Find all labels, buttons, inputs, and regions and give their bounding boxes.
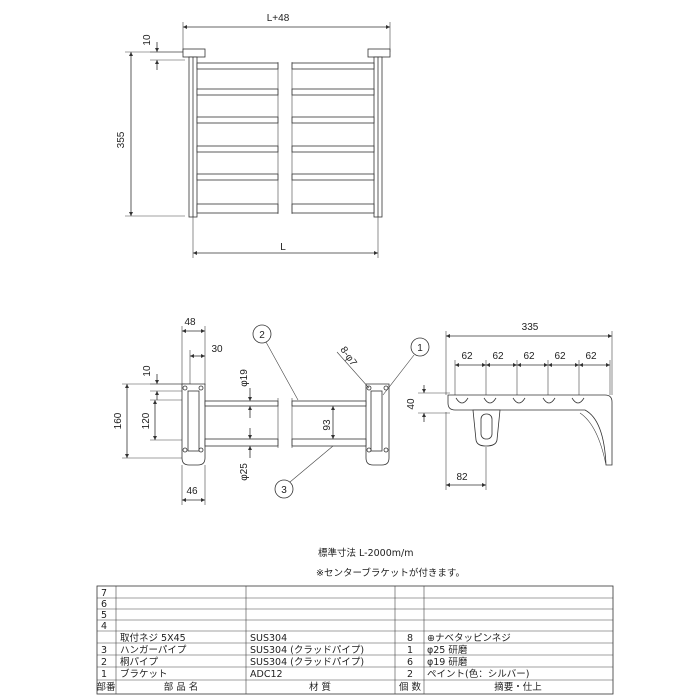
dim-dia-19: φ19 bbox=[239, 369, 250, 387]
cell-part-no: 6 bbox=[101, 599, 107, 610]
dim-dia-25: φ25 bbox=[239, 463, 250, 481]
table-row-3: 3 ハンガーパイプ SUS304 (クラッドパイプ) 1 φ25 研磨 bbox=[101, 645, 468, 656]
cell-quantity: 8 bbox=[407, 633, 413, 644]
table-row-5: 5 bbox=[101, 610, 107, 621]
dim-height-120: 120 bbox=[141, 412, 152, 429]
dim-base-82: 82 bbox=[456, 472, 468, 483]
cell-part-no: 7 bbox=[101, 588, 107, 599]
dim-pitch-1: 62 bbox=[461, 351, 473, 362]
dim-pitch-4: 62 bbox=[554, 351, 566, 362]
dim-width-46: 46 bbox=[186, 486, 198, 497]
dim-width-48: 48 bbox=[184, 317, 196, 328]
callout-1-label: 1 bbox=[417, 343, 423, 354]
cell-remarks: ⊕ナベタッピンネジ bbox=[427, 633, 511, 644]
cell-part-name: 桐パイプ bbox=[120, 656, 159, 668]
dim-spacing-93: 93 bbox=[322, 419, 333, 431]
front-pipes bbox=[196, 62, 375, 214]
callout-2-label: 2 bbox=[259, 330, 265, 341]
dim-pitch-2: 62 bbox=[492, 351, 504, 362]
parts-table: 7 6 5 4 取付ネジ 5X45 SUS304 8 ⊕ナベタッピンネジ 3 ハ… bbox=[96, 585, 614, 695]
table-row-1: 1 ブラケット ADC12 2 ペイント(色：シルバー) bbox=[101, 668, 529, 680]
plan-view: 335 62 62 62 62 62 40 bbox=[406, 322, 613, 490]
callout-3 bbox=[274, 479, 294, 499]
callout-2 bbox=[252, 324, 272, 344]
dim-height: 355 bbox=[116, 131, 127, 148]
cell-material: SUS304 bbox=[250, 633, 287, 644]
header-quantity: 個 数 bbox=[399, 681, 422, 693]
dim-total: 335 bbox=[522, 322, 539, 333]
table-row-6: 6 bbox=[101, 599, 107, 610]
cell-part-no: 5 bbox=[101, 610, 107, 621]
cell-remarks: ペイント(色：シルバー) bbox=[427, 668, 529, 680]
dim-height-40: 40 bbox=[406, 398, 417, 410]
side-view: 48 30 10 120 160 bbox=[113, 317, 430, 505]
table-header: 部番 部 品 名 材 質 個 数 摘要・仕上 bbox=[96, 681, 542, 693]
dim-offset-10: 10 bbox=[142, 365, 153, 377]
dim-top-width: L+48 bbox=[267, 13, 290, 24]
cell-remarks: φ19 研磨 bbox=[427, 657, 468, 668]
dim-bottom-width: L bbox=[280, 242, 286, 253]
header-part-name: 部 品 名 bbox=[164, 681, 199, 693]
cell-part-no: 2 bbox=[101, 657, 107, 668]
cell-material: SUS304 (クラッドパイプ) bbox=[250, 657, 364, 668]
header-material: 材 質 bbox=[309, 681, 331, 693]
cell-part-no: 4 bbox=[101, 621, 107, 632]
callout-3-label: 3 bbox=[281, 485, 287, 496]
table-row-4: 4 取付ネジ 5X45 SUS304 8 ⊕ナベタッピンネジ bbox=[101, 621, 511, 644]
cell-material: SUS304 (クラッドパイプ) bbox=[250, 645, 364, 656]
table-row-2: 2 桐パイプ SUS304 (クラッドパイプ) 6 φ19 研磨 bbox=[101, 656, 468, 668]
dim-pitch-5: 62 bbox=[585, 351, 597, 362]
dim-height-160: 160 bbox=[113, 412, 124, 429]
cell-quantity: 2 bbox=[407, 669, 413, 680]
cell-material: ADC12 bbox=[250, 669, 283, 680]
cell-part-name: ハンガーパイプ bbox=[120, 645, 187, 656]
callout-1 bbox=[410, 337, 430, 357]
cell-quantity: 1 bbox=[407, 645, 413, 656]
dim-pitch-3: 62 bbox=[523, 351, 535, 362]
cell-part-no: 3 bbox=[101, 645, 107, 656]
cell-part-no: 1 bbox=[101, 669, 107, 680]
cell-part-name: 取付ネジ 5X45 bbox=[120, 633, 186, 644]
cell-remarks: φ25 研磨 bbox=[427, 645, 468, 656]
header-remarks: 摘要・仕上 bbox=[494, 681, 542, 693]
dim-width-30: 30 bbox=[211, 344, 223, 355]
table-row-7: 7 bbox=[101, 588, 107, 599]
cell-quantity: 6 bbox=[407, 657, 413, 668]
dim-holes: 8-φ7 bbox=[338, 345, 359, 369]
header-part-no: 部番 bbox=[96, 681, 116, 693]
front-view: L+48 10 355 bbox=[116, 13, 391, 258]
note-standard: 標準寸法 L-2000m/m bbox=[318, 547, 413, 559]
dim-top-offset: 10 bbox=[142, 34, 153, 46]
note-center-bracket: ※センターブラケットが付きます。 bbox=[316, 567, 465, 579]
cell-part-name: ブラケット bbox=[120, 668, 168, 680]
